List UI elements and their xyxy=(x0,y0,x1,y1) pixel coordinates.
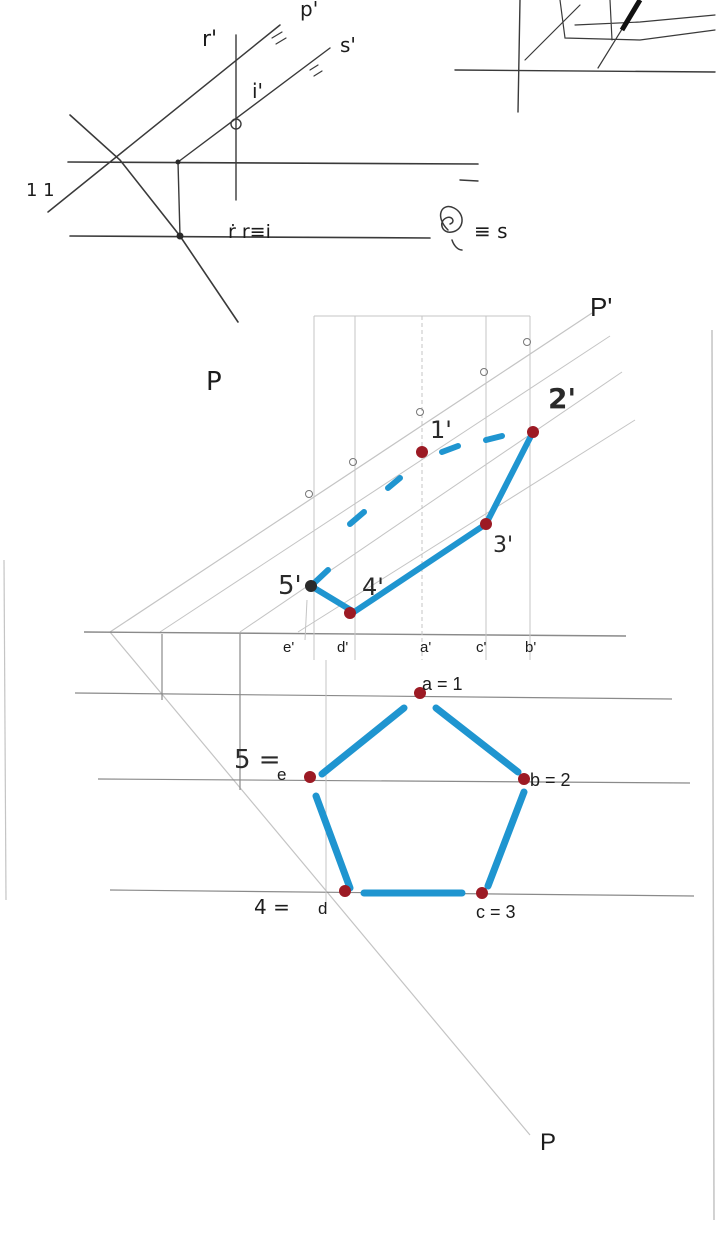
label-a-eq-1: a = 1 xyxy=(422,674,463,694)
sketch-intersection-circle xyxy=(230,118,242,130)
vertex-5-prime xyxy=(305,580,317,592)
projector-e-lower xyxy=(304,599,308,641)
sketch-line-r xyxy=(47,24,281,213)
sketch-label-mark: 1 1 xyxy=(26,180,55,201)
plan-horizontal-be xyxy=(97,778,691,784)
aux-point-b xyxy=(523,338,531,346)
aux-point-c xyxy=(480,368,488,376)
fragment-vertical xyxy=(517,0,521,113)
elevation-parallel-2 xyxy=(239,371,623,633)
plan-view: a = 1 b = 2 c = 3 4 = d 5 = e xyxy=(74,660,695,922)
label-b-prime: b' xyxy=(525,639,536,656)
label-e-prime: e' xyxy=(283,639,294,656)
sketch-trace-point-upper xyxy=(175,159,181,165)
sketch-top-right-fragment xyxy=(454,0,716,113)
vertex-b xyxy=(518,773,530,785)
label-a-prime: a' xyxy=(420,639,431,656)
vertex-a xyxy=(414,687,426,699)
elevation-view: 1' 2' 3' 4' 5' e' d' a' c' b' xyxy=(83,315,627,790)
plane-label-p: P xyxy=(540,1129,556,1156)
vertex-4-prime xyxy=(344,607,356,619)
sketch-label-s: s' xyxy=(340,33,356,57)
sketch-label-r-equiv-i: ṙ r≡i xyxy=(228,221,271,243)
plane-traces: P' P xyxy=(109,292,636,1156)
sketch-parallel-ticks xyxy=(271,31,323,77)
sketch-ground-line-lower xyxy=(69,235,431,239)
label-b-eq-2: b = 2 xyxy=(530,770,571,790)
fragment-hatching xyxy=(524,0,716,69)
label-5-eq: 5 = xyxy=(234,745,281,775)
trace-p-line xyxy=(109,631,531,1136)
plan-pentagon-edges xyxy=(312,704,528,897)
label-5-prime: 5' xyxy=(278,571,302,601)
vertex-d xyxy=(339,885,351,897)
sketch-label-p-trace: P xyxy=(206,367,222,397)
elevation-visible-edges xyxy=(308,429,536,615)
aux-point-d xyxy=(349,458,357,466)
sketch-label-p: p' xyxy=(300,0,318,21)
label-d-prime: d' xyxy=(337,639,348,656)
sketch-label-r: r' xyxy=(202,27,217,52)
sketch-line-s xyxy=(177,47,331,163)
sketch-label-equiv-s: ≡ s xyxy=(474,219,508,243)
sketch-line-construction: r' p' s' i' ṙ r≡i ≡ s P 1 1 xyxy=(26,0,508,397)
sketch-trace-line-p xyxy=(69,114,239,323)
sketch-ground-line-upper xyxy=(67,161,479,165)
label-1-prime: 1' xyxy=(430,416,452,444)
sketch-trace-point xyxy=(176,232,184,240)
sketch-connector xyxy=(177,161,181,237)
label-4-eq: 4 = xyxy=(254,895,290,919)
vertex-3-prime xyxy=(480,518,492,530)
plan-horizontal-a xyxy=(74,692,673,700)
trace-p-prime-line xyxy=(109,312,593,633)
vertex-1-prime xyxy=(416,446,428,458)
label-e: e xyxy=(277,765,286,784)
sketch-label-i: i' xyxy=(252,79,263,103)
paper-edge-marks xyxy=(3,329,715,1221)
aux-point-a xyxy=(416,408,424,416)
sketch-point-scribble-icon xyxy=(439,205,463,251)
fragment-horizontal xyxy=(454,69,716,73)
left-edge-shadow xyxy=(3,559,7,901)
vertex-c xyxy=(476,887,488,899)
vertex-e xyxy=(304,771,316,783)
label-2-prime: 2' xyxy=(548,382,576,415)
label-d: d xyxy=(318,899,327,918)
elevation-parallel-1 xyxy=(159,335,611,633)
right-edge-shadow xyxy=(711,329,715,1221)
aux-point-e xyxy=(305,490,313,498)
fragment-heavy-stroke xyxy=(619,0,643,32)
label-c-eq-3: c = 3 xyxy=(476,902,516,922)
sketch-dash-mark xyxy=(459,179,479,182)
label-c-prime: c' xyxy=(476,639,487,656)
elevation-parallel-3 xyxy=(297,419,636,633)
plane-label-p-prime: P' xyxy=(590,292,612,322)
label-3-prime: 3' xyxy=(493,533,513,558)
label-4-prime: 4' xyxy=(362,573,384,601)
vertex-2-prime xyxy=(527,426,539,438)
elevation-hidden-edges xyxy=(308,433,505,589)
